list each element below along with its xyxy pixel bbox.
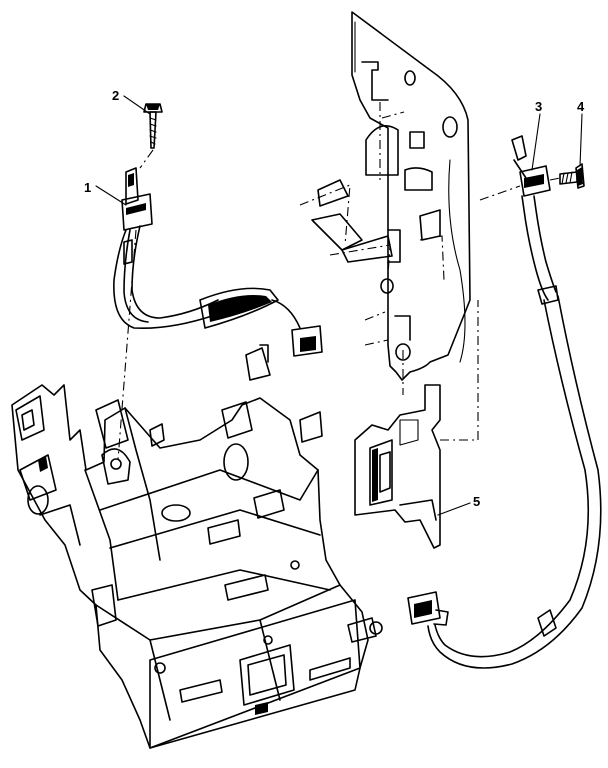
part-5-bracket — [354, 300, 479, 549]
mounting-plate — [299, 11, 471, 395]
callout-1: 1 — [84, 180, 91, 195]
assembly-lines — [117, 149, 561, 461]
part-1-ground-harness — [113, 167, 323, 357]
callout-leaders — [95, 95, 583, 516]
part-3-terminal-cable — [407, 135, 602, 669]
callout-4: 4 — [577, 99, 585, 114]
part-2-screw — [143, 103, 163, 149]
part-4-screw — [559, 163, 585, 189]
callout-3: 3 — [535, 99, 542, 114]
chassis-frame — [11, 344, 383, 749]
callout-5: 5 — [473, 494, 480, 509]
callout-2: 2 — [112, 88, 119, 103]
